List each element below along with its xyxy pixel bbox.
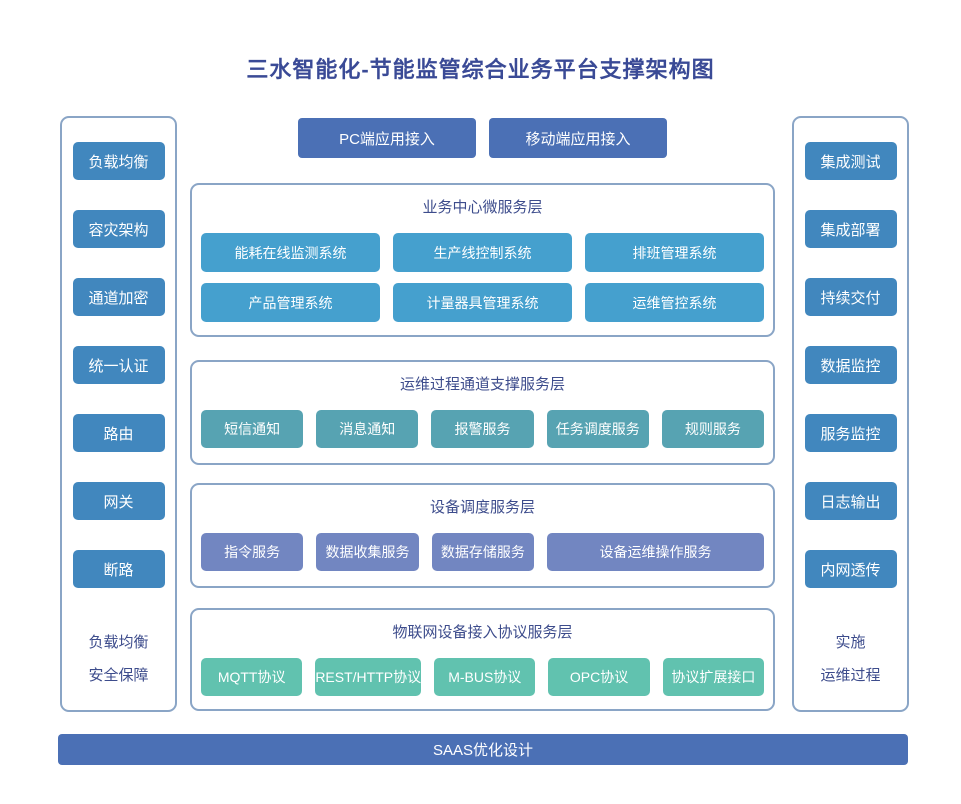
saas-optimization-bar: SAAS优化设计: [58, 734, 908, 765]
diagram-node-gateway: 网关: [72, 482, 165, 520]
diagram-node-data-monitoring: 数据监控: [804, 346, 897, 384]
diagram-node-alarm-service: 报警服务: [431, 410, 534, 448]
node-row: 指令服务 数据收集服务 数据存储服务 设备运维操作服务: [201, 533, 764, 571]
right-panel-caption: 实施 运维过程: [820, 626, 880, 692]
right-pillar-panel: 集成测试 集成部署 持续交付 数据监控 服务监控 日志输出 内网透传 实施 运维…: [792, 116, 909, 712]
diagram-node-integration-deploy: 集成部署: [804, 210, 897, 248]
diagram-node-metering-instrument-mgmt: 计量器具管理系统: [393, 283, 572, 322]
section-title: 物联网设备接入协议服务层: [392, 624, 573, 641]
diagram-node-mqtt-protocol: MQTT协议: [201, 658, 303, 696]
access-button-row: PC端应用接入 移动端应用接入: [190, 118, 775, 158]
left-pillar-panel: 负载均衡 容灾架构 通道加密 统一认证 路由 网关 断路 负载均衡 安全保障: [60, 116, 177, 712]
diagram-node-message-notify: 消息通知: [316, 410, 419, 448]
diagram-node-data-collect-service: 数据收集服务: [316, 533, 419, 571]
diagram-node-energy-monitoring-system: 能耗在线监测系统: [201, 233, 380, 272]
diagram-node-production-line-control: 生产线控制系统: [393, 233, 572, 272]
diagram-node-data-storage-service: 数据存储服务: [431, 533, 535, 571]
diagram-node-sms-notify: 短信通知: [201, 410, 304, 448]
diagram-node-device-ops-service: 设备运维操作服务: [547, 533, 764, 571]
right-panel-caption-line2: 运维过程: [820, 667, 881, 684]
section-title: 运维过程通道支撑服务层: [399, 376, 565, 393]
diagram-node-task-scheduling: 任务调度服务: [546, 410, 649, 448]
right-panel-caption-line1: 实施: [835, 634, 866, 651]
section-device-dispatch-layer: 设备调度服务层 指令服务 数据收集服务 数据存储服务 设备运维操作服务: [190, 483, 775, 588]
diagram-node-circuit-break: 断路: [72, 550, 165, 588]
node-row: MQTT协议 REST/HTTP协议 M-BUS协议 OPC协议 协议扩展接口: [201, 658, 765, 696]
diagram-node-opc-protocol: OPC协议: [548, 658, 650, 696]
diagram-node-log-output: 日志输出: [804, 482, 897, 520]
page-title: 三水智能化-节能监管综合业务平台支撑架构图: [246, 57, 715, 82]
diagram-node-continuous-delivery: 持续交付: [804, 278, 897, 316]
diagram-node-service-monitoring: 服务监控: [804, 414, 897, 452]
diagram-node-disaster-arch: 容灾架构: [72, 210, 165, 248]
diagram-node-product-management: 产品管理系统: [201, 283, 380, 322]
node-row: 产品管理系统 计量器具管理系统 运维管控系统: [201, 283, 764, 322]
diagram-node-mobile-access: 移动端应用接入: [489, 118, 667, 158]
diagram-node-ops-control-system: 运维管控系统: [585, 283, 764, 322]
diagram-node-unified-auth: 统一认证: [72, 346, 165, 384]
diagram-node-integration-test: 集成测试: [804, 142, 897, 180]
section-iot-protocol-layer: 物联网设备接入协议服务层 MQTT协议 REST/HTTP协议 M-BUS协议 …: [190, 608, 775, 711]
section-business-microservice-layer: 业务中心微服务层 能耗在线监测系统 生产线控制系统 排班管理系统 产品管理系统 …: [190, 183, 775, 337]
diagram-node-pc-access: PC端应用接入: [298, 118, 476, 158]
diagram-node-protocol-extension: 协议扩展接口: [662, 658, 765, 696]
diagram-node-channel-crypto: 通道加密: [72, 278, 165, 316]
left-panel-caption: 负载均衡 安全保障: [88, 626, 148, 692]
section-title: 业务中心微服务层: [422, 199, 543, 216]
diagram-node-shift-management: 排班管理系统: [585, 233, 764, 272]
node-row: 能耗在线监测系统 生产线控制系统 排班管理系统: [201, 233, 764, 272]
diagram-node-intranet-passthrough: 内网透传: [804, 550, 897, 588]
left-panel-caption-line1: 负载均衡: [88, 634, 149, 651]
diagram-node-routing: 路由: [72, 414, 165, 452]
diagram-node-mbus-protocol: M-BUS协议: [434, 658, 536, 696]
section-ops-channel-support-layer: 运维过程通道支撑服务层 短信通知 消息通知 报警服务 任务调度服务 规则服务: [190, 360, 775, 465]
diagram-node-rule-service: 规则服务: [661, 410, 765, 448]
diagram-node-rest-http-protocol: REST/HTTP协议: [315, 658, 422, 696]
diagram-node-command-service: 指令服务: [201, 533, 304, 571]
left-panel-caption-line2: 安全保障: [88, 667, 149, 684]
node-row: 短信通知 消息通知 报警服务 任务调度服务 规则服务: [201, 410, 765, 448]
section-title: 设备调度服务层: [429, 499, 535, 516]
diagram-node-load-balance: 负载均衡: [72, 142, 165, 180]
